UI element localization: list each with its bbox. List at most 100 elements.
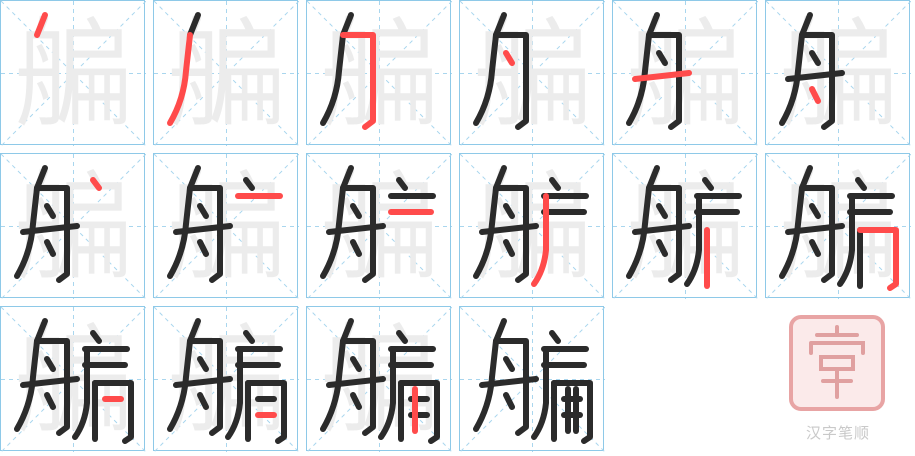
drawn-stroke — [626, 32, 652, 126]
stroke-step-cell: 艑 — [153, 306, 299, 452]
guide-line — [1, 307, 146, 452]
guide-line — [766, 154, 911, 299]
drawn-stroke — [326, 376, 386, 388]
drawn-stroke — [493, 32, 529, 130]
stroke-step-drawing: 艑 — [307, 1, 452, 146]
stroke-step-drawing: 艑 — [613, 1, 758, 146]
drawn-stroke — [646, 12, 660, 38]
drawn-stroke — [646, 165, 660, 191]
guide-line — [154, 1, 299, 146]
stroke-step-cell: 艑 — [459, 0, 605, 146]
site-label: 汉字笔顺 — [805, 424, 870, 442]
current-stroke — [809, 86, 821, 104]
drawn-stroke — [493, 185, 529, 283]
guide-line — [1, 154, 146, 299]
guide-line — [154, 307, 299, 452]
ghost-character: 艑 — [14, 6, 132, 144]
stroke-step-drawing: 艑 — [766, 1, 911, 146]
drawn-stroke — [493, 338, 529, 436]
drawn-stroke — [44, 356, 56, 372]
stroke-step-drawing: 艑 — [307, 154, 452, 299]
drawn-stroke — [551, 380, 593, 444]
drawn-stroke — [632, 223, 692, 235]
guide-line — [307, 154, 452, 299]
drawn-stroke — [34, 185, 70, 283]
drawn-stroke — [799, 12, 813, 38]
stroke-step-cell: 艑 — [0, 153, 146, 299]
drawn-stroke — [396, 330, 408, 344]
drawn-stroke — [503, 203, 515, 219]
guide-line — [460, 154, 605, 299]
stroke-step-drawing: 艑 — [154, 1, 299, 146]
drawn-stroke — [799, 32, 835, 130]
drawn-stroke — [493, 165, 507, 191]
drawn-stroke — [799, 185, 835, 283]
drawn-stroke — [320, 338, 346, 432]
drawn-stroke — [20, 223, 80, 235]
guide-line — [1, 154, 146, 299]
stroke-step-drawing: 艑 — [460, 1, 605, 146]
drawn-stroke — [225, 346, 243, 440]
guide-line — [307, 307, 452, 452]
drawn-stroke — [245, 380, 287, 444]
guide-line — [460, 1, 605, 146]
drawn-stroke — [187, 338, 223, 436]
drawn-stroke — [473, 338, 499, 432]
guide-line — [1, 1, 146, 146]
drawn-stroke — [90, 330, 102, 344]
drawn-stroke — [646, 32, 682, 130]
guide-line — [613, 1, 758, 146]
drawn-stroke — [197, 392, 209, 410]
stroke-step-cell: 艑 — [765, 153, 911, 299]
guide-line — [766, 1, 911, 146]
guide-line — [460, 1, 605, 146]
stroke-step-drawing: 艑 — [766, 154, 911, 299]
drawn-stroke — [173, 376, 233, 388]
drawn-stroke — [167, 185, 193, 279]
stroke-step-cell: 艑 — [612, 153, 758, 299]
drawn-stroke — [785, 70, 845, 82]
drawn-stroke — [549, 330, 561, 344]
stroke-step-drawing: 艑 — [154, 307, 299, 452]
stroke-step-cell: 艑 — [612, 0, 758, 146]
drawn-stroke — [340, 185, 376, 283]
drawn-stroke — [197, 203, 209, 219]
stroke-step-cell: 艑 — [306, 153, 452, 299]
stroke-step-drawing: 艑 — [1, 154, 146, 299]
drawn-stroke — [350, 239, 362, 257]
drawn-stroke — [473, 185, 499, 279]
drawn-stroke — [503, 392, 515, 410]
drawn-stroke — [340, 12, 354, 38]
drawn-stroke — [20, 376, 80, 388]
drawn-stroke — [187, 318, 201, 344]
stroke-step-cell: 艑 — [765, 0, 911, 146]
stroke-step-drawing: 艑 — [460, 154, 605, 299]
current-stroke — [857, 227, 899, 291]
drawn-stroke — [350, 203, 362, 219]
drawn-stroke — [34, 165, 48, 191]
drawn-stroke — [197, 356, 209, 372]
drawn-stroke — [785, 223, 845, 235]
drawn-stroke — [396, 177, 408, 191]
drawn-stroke — [173, 223, 233, 235]
drawn-stroke — [340, 165, 354, 191]
guide-line — [460, 307, 605, 452]
drawn-stroke — [340, 338, 376, 436]
stroke-step-cell: 艑 — [0, 0, 146, 146]
drawn-stroke — [350, 392, 362, 410]
stroke-step-drawing — [460, 307, 605, 452]
guide-line — [307, 307, 452, 452]
current-stroke — [632, 70, 692, 82]
drawn-stroke — [14, 185, 40, 279]
drawn-stroke — [320, 32, 346, 126]
drawn-stroke — [503, 239, 515, 257]
guide-line — [307, 1, 452, 146]
guide-line — [154, 154, 299, 299]
drawn-stroke — [187, 165, 201, 191]
stroke-step-cell: 艑 — [0, 306, 146, 452]
current-stroke — [503, 50, 515, 66]
guide-line — [154, 307, 299, 452]
stroke-step-cell: 艑 — [306, 0, 452, 146]
drawn-stroke — [473, 32, 499, 126]
stroke-step-cell — [459, 306, 605, 452]
